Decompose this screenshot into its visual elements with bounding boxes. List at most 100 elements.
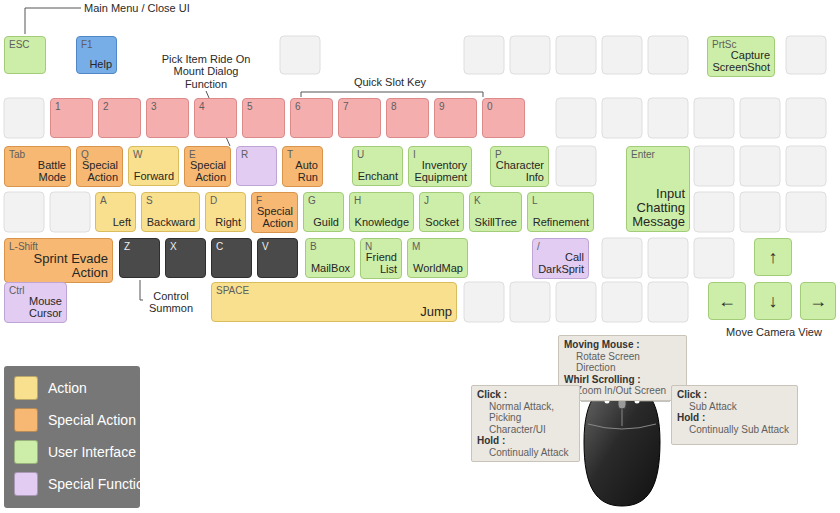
input-heading: Moving Mouse : [564,339,681,351]
letter-key: PCharacter Info [490,146,549,187]
blank-key [50,192,90,232]
function-label: Input Chatting Message [631,187,685,229]
letter-key: B MailBox [305,238,355,278]
legend-swatch [14,472,38,496]
function-label: Refinement [532,217,589,229]
blank-key [602,238,642,278]
blank-key [648,36,688,74]
mouse-info-box: Click :Normal Attack, Picking Character/… [471,385,580,462]
function-label: Friend List [365,252,397,276]
key-cap-label: SPACE [216,285,452,296]
mouse-info-box: Click :Sub AttackHold :Continually Sub A… [671,385,798,445]
letter-key: NFriend List [360,238,402,279]
letter-key: JSocket [419,192,464,232]
key-cap-label: Z [124,241,155,252]
callout-label: Quick Slot Key [340,76,440,88]
quick-slot-key: 9 [434,98,477,138]
key-cap-label: C [216,241,247,252]
action-text: Continually Attack [477,447,574,459]
key-cap-label: Q [81,149,118,160]
function-label: Battle Mode [9,160,66,184]
blank-key [510,36,550,74]
blank-keys [4,36,826,322]
key-cap-label: R [241,149,272,160]
blank-key [602,98,642,138]
key-cap-label: PrtSc [712,39,770,50]
blank-key [556,282,596,322]
quick-slot-key: 4 [194,98,237,138]
legend-entry: User Interface [14,440,136,464]
key-cap-label: 1 [55,101,88,112]
key-cap-label: Tab [9,149,66,160]
key-cap-label: 9 [439,101,472,112]
key-cap-label: 4 [199,101,232,112]
key-cap-label: W [133,149,174,160]
letter-key: DRight [205,192,246,232]
leader-line [581,401,607,402]
arrow-key: ↓ [754,282,792,320]
blank-key [4,98,44,138]
key-cap-label: T [287,149,318,160]
key-cap-label: B [310,241,350,252]
escape-key: ESC [4,36,46,74]
blank-key [648,282,688,322]
key-cap-label: L [532,195,589,206]
letter-key: C [211,238,252,278]
callout-label: Move Camera View [712,326,836,338]
action-text: Continually Sub Attack [677,424,792,436]
letter-key: ALeft [95,192,136,232]
key-cap-label: 8 [391,101,424,112]
function-label: Knowledge [354,217,409,229]
blank-key [786,98,826,138]
blank-key [510,282,550,322]
blank-key [648,98,688,138]
letter-key: KSkillTree [469,192,522,232]
letter-key: W Forward [128,146,179,186]
letter-key: FSpecial Action [251,192,298,233]
letter-key: HKnowledge [349,192,414,232]
key-cap-label: ESC [9,39,41,50]
action-text: Sub Attack [677,401,792,413]
blank-key [740,146,780,186]
key-cap-label: N [365,241,397,252]
blank-key [556,36,596,74]
blank-key [280,36,320,74]
key-cap-label: P [495,149,544,160]
legend-text: Special Function [48,476,152,492]
quick-slot-key: 8 [386,98,429,138]
mouse-body [584,384,660,506]
blank-key [786,192,826,232]
blank-key [556,98,596,138]
blank-key [694,192,734,232]
space-key: SPACEJump [211,282,457,322]
key-cap-label: D [210,195,241,206]
function-label: Forward [133,171,174,183]
callout-label: Pick Item Ride On Mount Dialog Function [160,53,252,90]
letter-key: MWorldMap [407,238,468,278]
letter-key: X [165,238,206,278]
blank-key [786,36,826,74]
blank-key [602,36,642,74]
function-label: Mouse Cursor [9,296,62,320]
blank-key [740,98,780,138]
blank-key [556,146,596,186]
function-label: MailBox [310,263,350,275]
input-heading: Hold : [677,412,792,424]
leader-line [140,280,143,300]
bracket-line [301,92,483,97]
legend-text: Action [48,380,87,396]
function-label: Character Info [495,160,544,184]
printscreen-key: PrtScCapture ScreenShot [707,36,775,77]
action-text: Rotate Screen Direction [564,351,681,374]
shift-key: L-ShiftSprint Evade Action [4,238,113,283]
blank-key [740,192,780,232]
function-label: Special Action [189,160,226,184]
letter-key: TAuto Run [282,146,323,187]
function-label: Special Action [81,160,118,184]
key-cap-label: 5 [247,101,280,112]
quick-slot-key: 1 [50,98,93,138]
arrow-key: → [800,282,836,320]
function-label: Guild [308,217,339,229]
key-cap-label: S [146,195,195,206]
